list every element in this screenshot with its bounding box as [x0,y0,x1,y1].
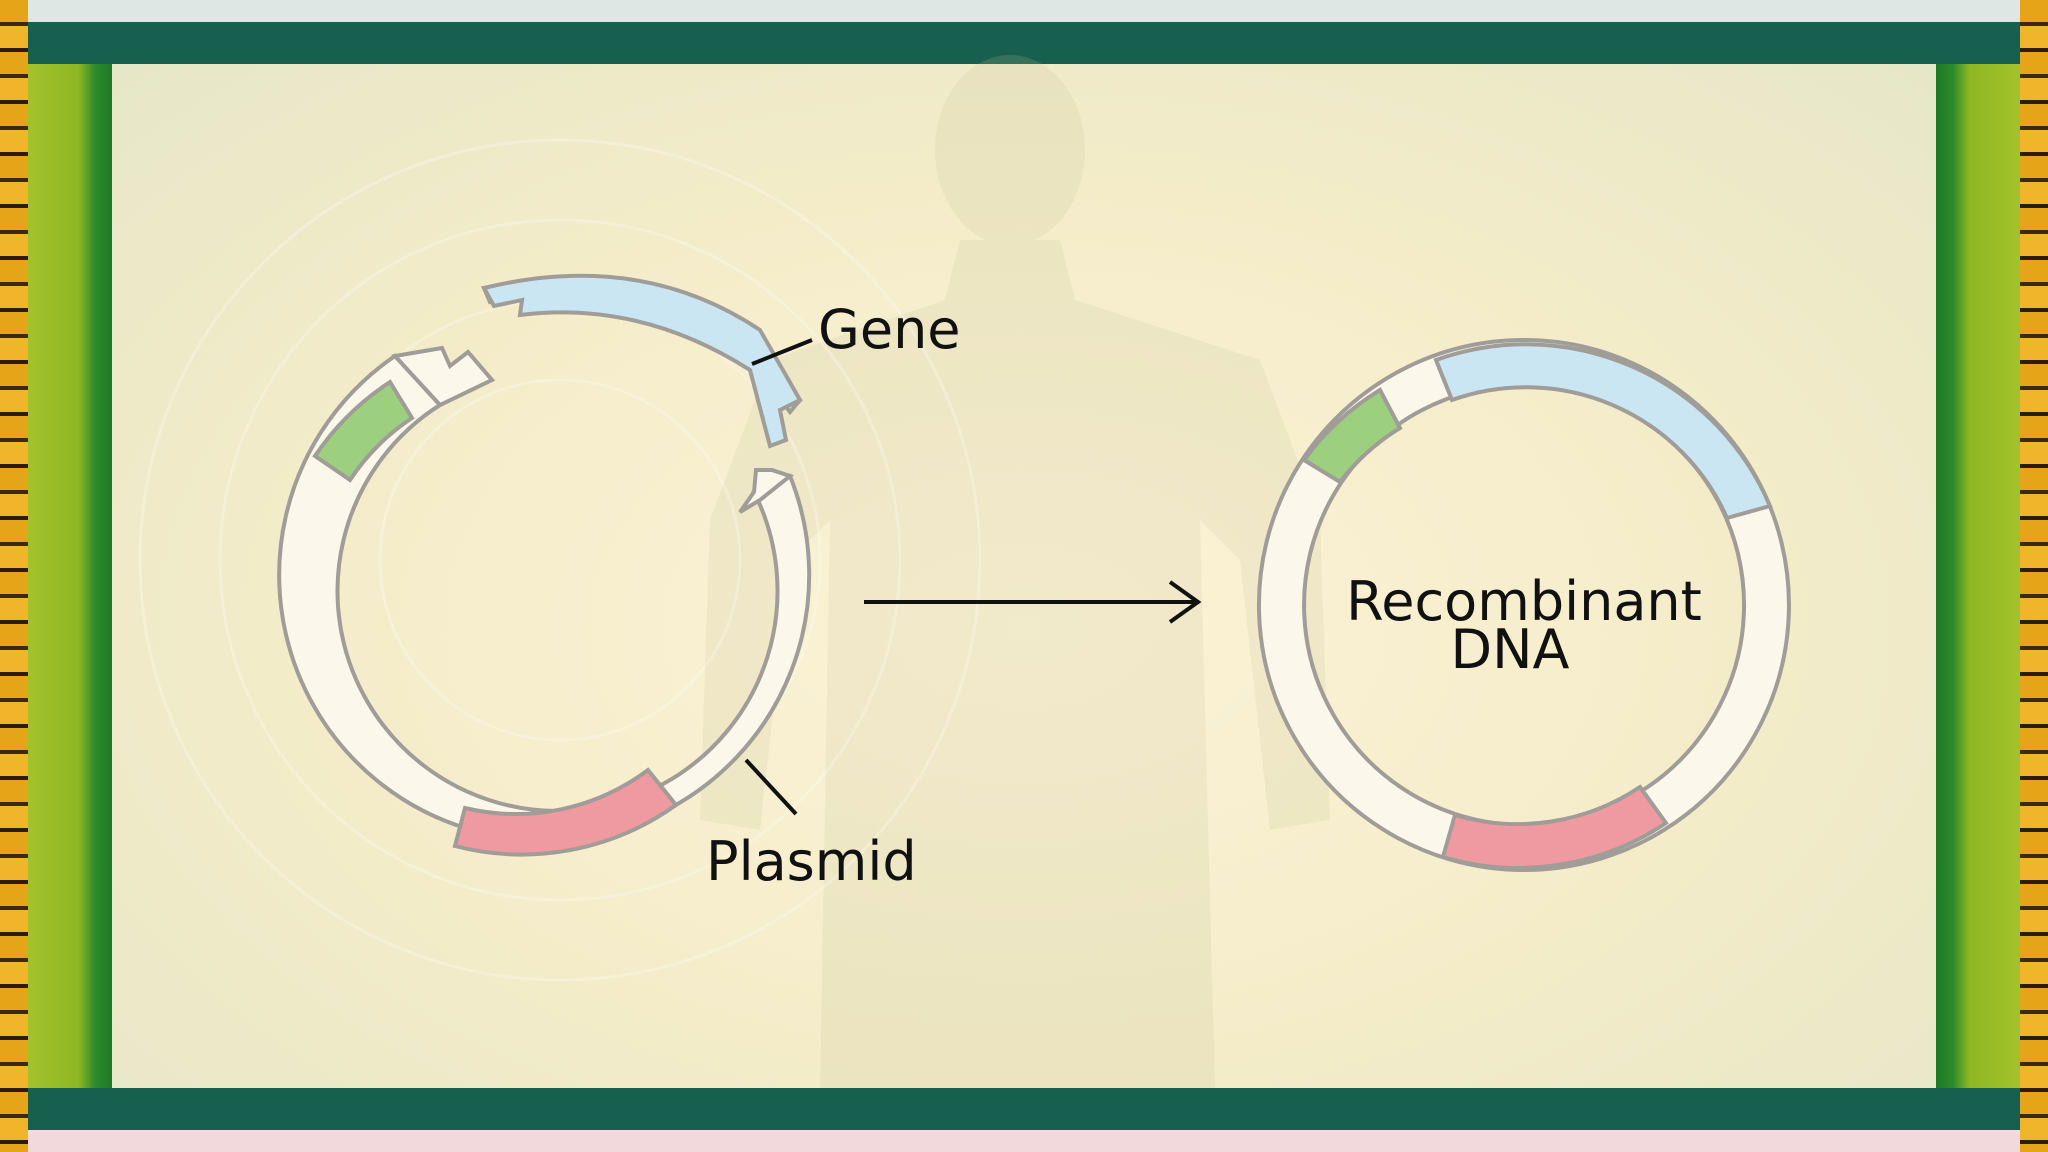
recombinant-gene-segment [1436,344,1770,518]
recombinant-origin-segment [1443,787,1666,868]
gene-label: Gene [818,298,961,361]
recombinant-label-line2: DNA [1451,618,1570,681]
plasmid-origin-segment [455,770,676,855]
plasmid-label: Plasmid [706,830,917,893]
